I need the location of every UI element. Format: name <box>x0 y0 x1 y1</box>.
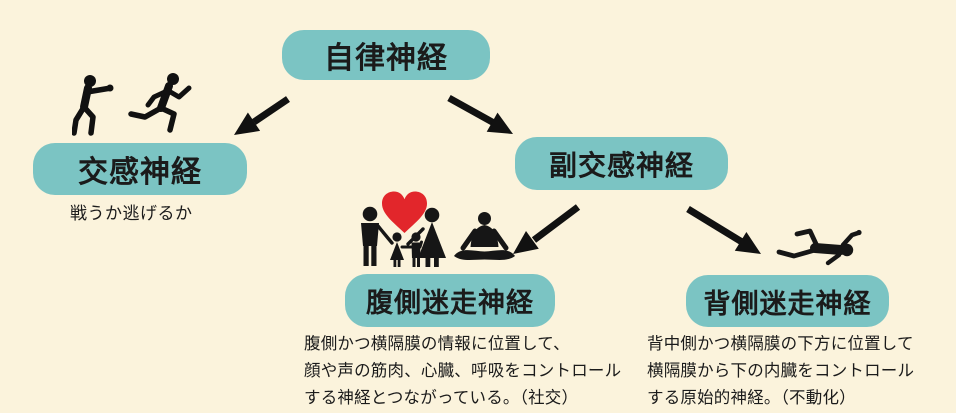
node-ventral-vagus-nerve: 腹側迷走神経 <box>345 274 555 327</box>
arrow-parasympathetic-to-dorsal <box>686 206 761 254</box>
meditating-person-icon <box>451 211 518 265</box>
arrow-parasympathetic-to-ventral <box>513 204 581 254</box>
arrow-root-to-parasympathetic <box>447 94 513 134</box>
node-dorsal-vagus-nerve: 背側迷走神経 <box>686 275 889 327</box>
node-dorsal-vagus-nerve-label: 背側迷走神経 <box>703 288 872 319</box>
sympathetic-caption: 戦うか逃げるか <box>70 204 193 223</box>
node-parasympathetic-nerve-label: 副交感神経 <box>548 149 694 181</box>
running-person-icon <box>128 71 194 137</box>
node-autonomic-nerve-label: 自律神経 <box>324 42 448 75</box>
node-ventral-vagus-nerve-label: 腹側迷走神経 <box>366 288 534 318</box>
heart-icon <box>382 191 427 233</box>
node-parasympathetic-nerve: 副交感神経 <box>515 137 728 190</box>
ventral-vagus-description: 腹側かつ横隔膜の情報に位置して、 顔や声の筋肉、心臓、呼吸をコントロール する神… <box>304 335 622 407</box>
fighting-person-icon <box>72 74 114 136</box>
family-with-heart-icon <box>353 191 450 268</box>
dorsal-vagus-description: 背中側かつ横隔膜の下方に位置して 横隔膜から下の内臓をコントロール する原始的神… <box>647 335 915 407</box>
arrow-root-to-sympathetic <box>234 96 290 135</box>
node-sympathetic-nerve-label: 交感神経 <box>78 156 202 189</box>
lying-person-icon <box>775 219 863 269</box>
node-autonomic-nerve: 自律神経 <box>282 30 490 80</box>
node-sympathetic-nerve: 交感神経 <box>33 143 247 195</box>
